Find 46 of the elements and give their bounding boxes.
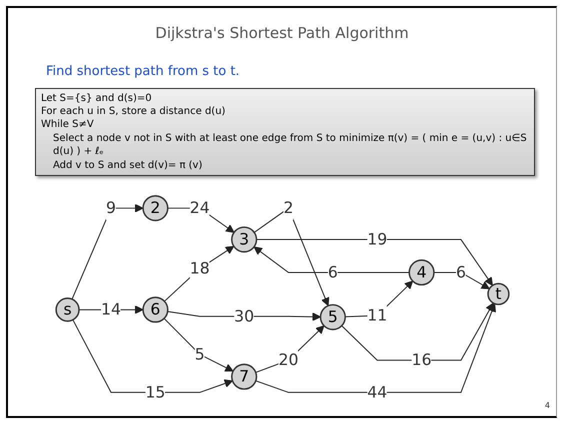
edge-label: 6 [456, 262, 466, 282]
node-circle: 6 [142, 296, 168, 323]
algorithm-step: Add v to S and set d(v)= π (v) [41, 159, 202, 172]
arrow [72, 319, 233, 393]
node-circle: 2 [142, 195, 168, 222]
arrow [78, 305, 144, 314]
edge-label: 44 [367, 382, 388, 402]
arrow [164, 318, 234, 372]
edge-label: 14 [101, 300, 122, 319]
arrow [254, 246, 410, 273]
edge-label: 24 [190, 198, 210, 217]
edge-label: 2 [284, 198, 294, 217]
arrow [255, 303, 496, 393]
edge-label: 5 [194, 344, 205, 364]
node-circle: 4 [408, 259, 435, 286]
algorithm-step: While S≠V [41, 118, 94, 131]
arrow [255, 325, 324, 373]
arrow [341, 302, 494, 361]
algorithm-step: Select a node v not in S with at least one edge from S to minimize π(v) = ( min e = (u,v) : u∈S d(u) ) + ℓₑ [41, 132, 541, 158]
title: Dijkstra's Shortest Path Algorithm [154, 24, 410, 42]
arrow [72, 204, 144, 300]
edge-label: 30 [234, 306, 254, 326]
node-circle: t [487, 282, 510, 306]
node-circle: s [55, 298, 80, 322]
arrow [344, 280, 414, 318]
page-number: 4 [544, 401, 550, 410]
subtitle: Find shortest path from s to t. [46, 64, 240, 79]
node-circle: 5 [320, 304, 346, 330]
arrow [164, 246, 234, 302]
edge-label: 6 [328, 262, 338, 282]
algorithm-step: Let S={s} and d(s)=0 [41, 92, 152, 105]
edge-label: 18 [190, 258, 210, 278]
arrow [433, 272, 490, 290]
edge-label: 9 [106, 198, 116, 217]
node-circle: 3 [231, 226, 258, 253]
edge-label: 15 [145, 382, 166, 402]
edge-label: 19 [367, 230, 388, 248]
edge-label: 20 [278, 350, 298, 370]
node-circle: 7 [231, 364, 258, 390]
arrow [167, 208, 234, 233]
algorithm-box [35, 88, 535, 176]
edge-label: 11 [367, 306, 388, 324]
arrow [256, 239, 493, 286]
edge-label: 16 [412, 350, 432, 370]
arrow [167, 311, 321, 322]
algorithm-step: For each u in S, store a distance d(u) [41, 105, 226, 118]
